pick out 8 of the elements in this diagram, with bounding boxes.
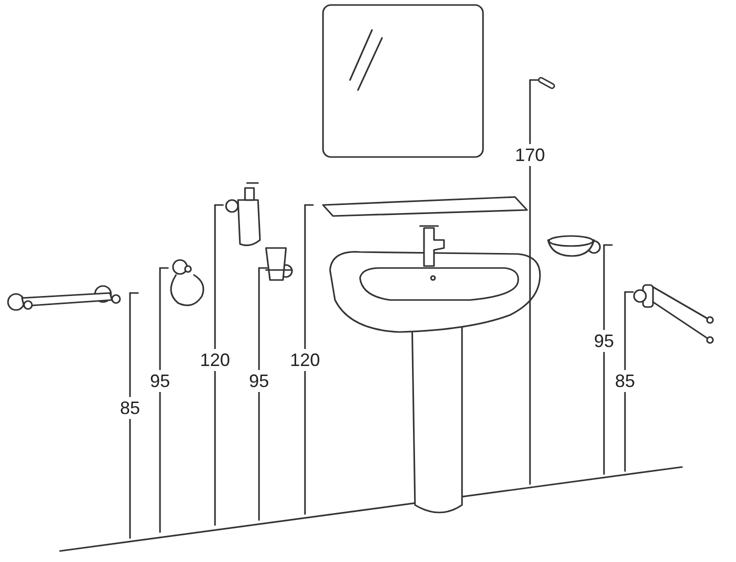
dimension-value: 95 [248, 370, 270, 392]
dimension-value: 95 [594, 330, 614, 352]
dimension-value: 170 [514, 144, 546, 166]
dimension-value: 85 [614, 370, 636, 392]
dimension-value: 120 [290, 349, 320, 371]
dimension-value: 95 [150, 370, 170, 392]
dimension-value: 120 [200, 349, 230, 371]
dimension-value: 85 [120, 397, 140, 419]
